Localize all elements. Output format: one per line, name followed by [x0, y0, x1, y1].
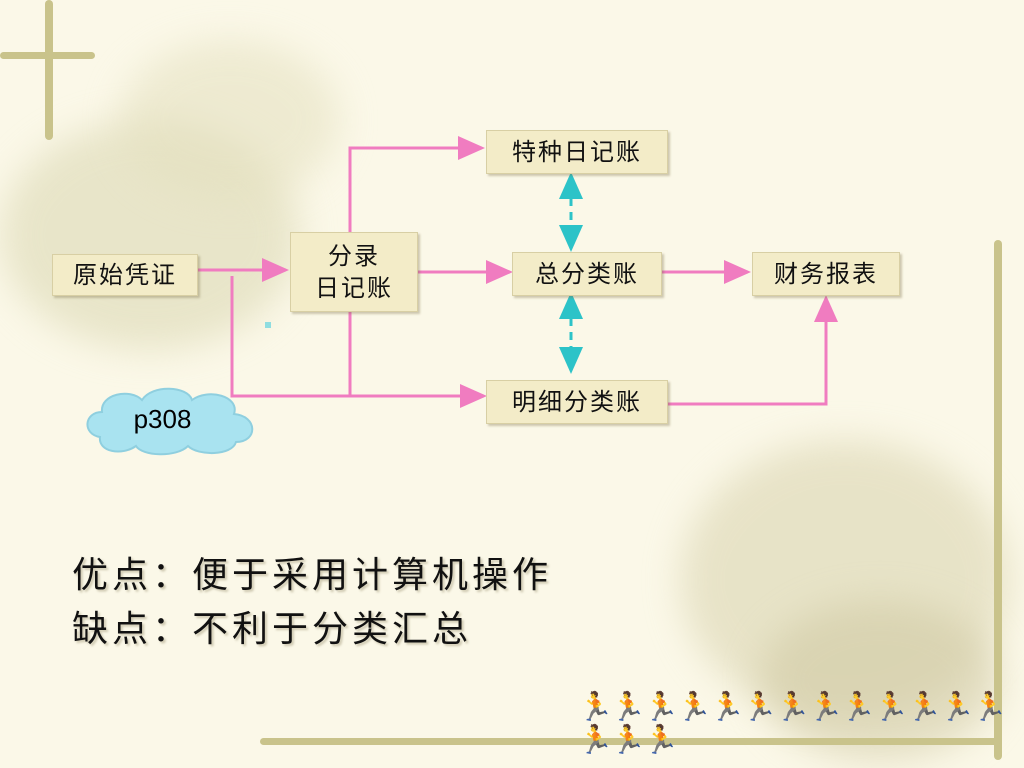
- journal-box: 分录 日记账: [290, 232, 418, 312]
- journal-label-line1: 分录: [328, 242, 380, 270]
- page-reference-cloud: [86, 387, 254, 456]
- detail-ledger-box: 明细分类账: [486, 380, 668, 424]
- special-journal-label: 特种日记账: [512, 138, 642, 166]
- special-journal-box: 特种日记账: [486, 130, 668, 174]
- journal-label-line2: 日记账: [315, 274, 393, 302]
- arrow-source-to-detail: [230, 276, 487, 408]
- detail-ledger-label: 明细分类账: [512, 388, 642, 416]
- arrow-detail-to-statements: [664, 295, 838, 406]
- disadvantage-note: 缺点：不利于分类汇总: [72, 609, 473, 650]
- financial-statements-label: 财务报表: [774, 260, 878, 288]
- page-reference-label: p308: [133, 404, 192, 434]
- source-document-box: 原始凭证: [52, 254, 198, 296]
- general-ledger-label: 总分类账: [535, 260, 639, 288]
- advantage-note: 优点：便于采用计算机操作: [72, 555, 553, 596]
- arrow-journal-to-special: [348, 136, 485, 232]
- general-ledger-box: 总分类账: [512, 252, 662, 296]
- source-document-label: 原始凭证: [73, 261, 177, 289]
- financial-statements-box: 财务报表: [752, 252, 900, 296]
- decorative-figures-strip: 🏃🏃🏃🏃🏃🏃🏃🏃🏃🏃🏃🏃🏃🏃🏃🏃: [578, 690, 1007, 756]
